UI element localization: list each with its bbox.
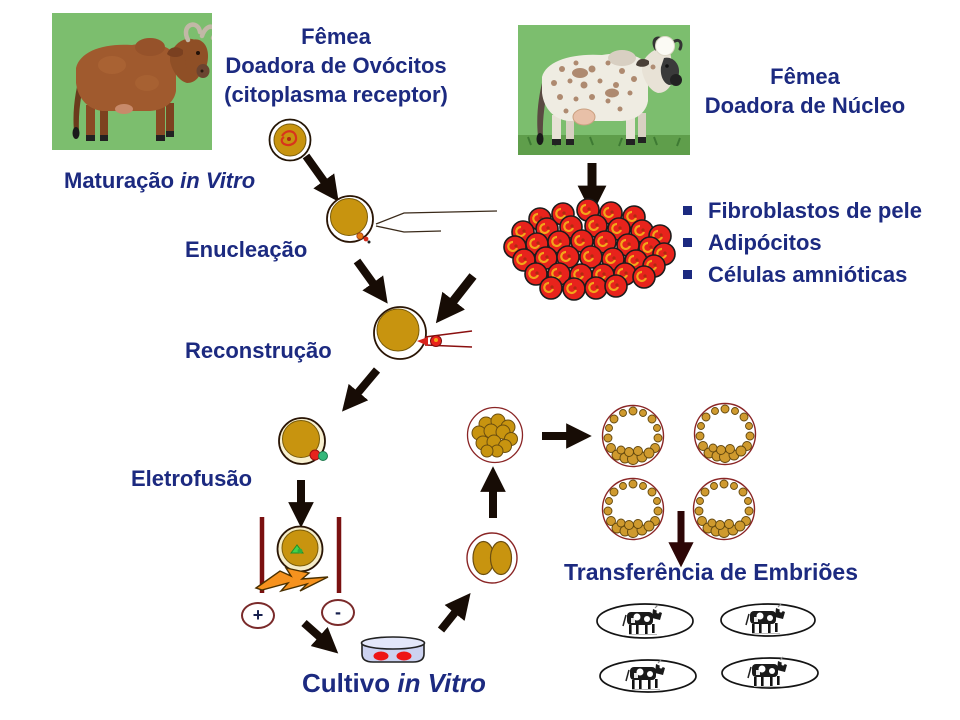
square-bullet-icon: [683, 238, 692, 247]
two-cell-embryo: [466, 532, 518, 584]
nucleus-donor-heading: Fêmea Doadora de Núcleo: [688, 62, 922, 120]
brown-cow-icon: [52, 13, 218, 150]
culture-label: Cultivo in Vitro: [302, 668, 486, 699]
oocyte-donor-heading: Fêmea Doadora de Ovócitos (citoplasma re…: [220, 22, 452, 109]
injection-pipette-icon: [417, 330, 473, 348]
culture-label-text: Cultivo: [302, 668, 391, 698]
donor-cells-cluster: [502, 197, 677, 302]
nucleus-donor-photo: [518, 25, 690, 155]
speckled-cow-icon: [518, 25, 690, 155]
enucleation-label: Enucleação: [185, 237, 308, 262]
nucleus-donor-line2: Doadora de Núcleo: [704, 93, 906, 118]
arrow-dish-to-twocell: [437, 593, 471, 633]
recipient-oval: [599, 659, 697, 693]
arrow-reconstruction-down: [342, 367, 381, 412]
maturation-label-italic: in Vitro: [180, 168, 256, 193]
oocyte-donor-photo: [52, 13, 218, 150]
flow-arrows: [288, 153, 607, 654]
nucleus-donor-line1: Fêmea: [770, 64, 840, 89]
arrow-maturation: [302, 153, 339, 202]
reconstruction-oocyte: [373, 306, 427, 360]
arrow-to-dish: [301, 620, 339, 654]
cell-type-adipocytes: Adipócitos: [708, 230, 822, 255]
recipient-oval: [596, 603, 694, 639]
square-bullet-icon: [683, 270, 692, 279]
matured-oocyte: [268, 118, 312, 162]
maturation-label: Maturação in Vitro: [64, 168, 255, 194]
oocyte-donor-line3: (citoplasma receptor): [224, 82, 448, 107]
culture-label-italic: in Vitro: [397, 668, 486, 698]
transfer-label: Transferência de Embriões: [564, 559, 859, 585]
oocyte-donor-line2: Doadora de Ovócitos: [225, 53, 447, 78]
list-item: Fibroblastos de pele: [683, 198, 922, 230]
oocyte-donor-line1: Fêmea: [301, 24, 371, 49]
petri-dish-icon: [360, 636, 426, 663]
square-bullet-icon: [683, 206, 692, 215]
list-item: Adipócitos: [683, 230, 922, 262]
holding-pipette-icon: [375, 210, 498, 233]
arrow-cells-to-reconstruction: [435, 273, 477, 324]
recipient-oval: [721, 656, 819, 689]
arrow-enucleation-down: [353, 258, 388, 304]
couplet-cell: [278, 417, 328, 465]
recipient-oval: [720, 603, 816, 637]
maturation-label-text: Maturação: [64, 168, 175, 193]
fusion-chamber: [254, 517, 342, 593]
electrode-positive: +: [241, 602, 275, 629]
enucleation-oocyte: [326, 195, 374, 244]
electrofusion-label: Eletrofusão: [131, 466, 253, 491]
morula: [466, 406, 524, 464]
cell-type-amniotic: Células amnióticas: [708, 262, 908, 287]
list-item: Células amnióticas: [683, 262, 922, 294]
electrode-negative: -: [321, 599, 355, 626]
reconstruction-label: Reconstrução: [185, 338, 332, 363]
lightning-icon: [254, 566, 329, 593]
recipient-cows: [596, 603, 819, 693]
donor-cell-type-list: Fibroblastos de pele Adipócitos Células …: [683, 198, 922, 294]
cell-type-fibroblasts: Fibroblastos de pele: [708, 198, 922, 223]
